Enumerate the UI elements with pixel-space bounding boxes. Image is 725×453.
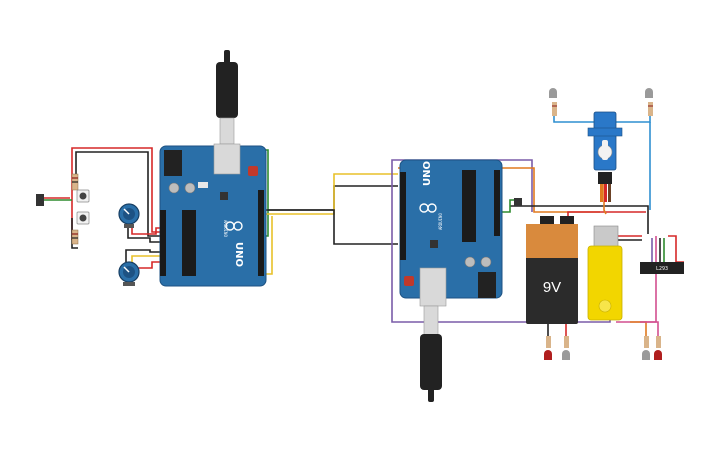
led-bottom-battery-left[interactable] — [544, 336, 552, 360]
arduino-infinity-logo-right — [419, 203, 437, 213]
potentiometer-2[interactable] — [118, 261, 140, 286]
led-bottom-right-2[interactable] — [654, 336, 662, 360]
usb-cable-right[interactable] — [420, 305, 442, 402]
wire-black-between-bottom[interactable] — [268, 209, 398, 245]
battery-9v[interactable]: 9V — [526, 216, 578, 324]
led-bottom-right-1[interactable] — [642, 336, 650, 360]
wire-black-left-top[interactable] — [75, 151, 162, 237]
board-brand-right: ARDUINO — [438, 213, 443, 230]
wire-orange-led-right[interactable] — [630, 321, 647, 338]
arduino-board-right[interactable]: UNO ARDUINO — [399, 159, 522, 307]
battery-label: 9V — [543, 279, 561, 296]
wire-blue-servo-right[interactable] — [612, 102, 651, 123]
dc-motor[interactable] — [587, 225, 623, 321]
wire-black-pot2[interactable] — [125, 249, 162, 262]
wire-black-buttons-bottom[interactable] — [71, 218, 78, 249]
board-logo-right: UNO — [422, 161, 433, 186]
led-bottom-battery-right[interactable] — [562, 336, 570, 360]
wire-black-between-top[interactable] — [262, 185, 398, 211]
buzzer-connector[interactable] — [36, 194, 44, 206]
wire-pink-led-right[interactable] — [640, 321, 659, 338]
resistor-left-bottom[interactable] — [71, 229, 79, 245]
board-logo-left: UNO — [233, 242, 244, 267]
usb-cable-left[interactable] — [216, 50, 238, 145]
wire-black-top-right[interactable] — [510, 205, 649, 234]
wire-red-pot2[interactable] — [136, 261, 162, 269]
arduino-infinity-logo-left — [225, 221, 243, 231]
potentiometer-1[interactable] — [118, 203, 140, 228]
driver-chip-label: L293 — [656, 266, 668, 272]
wire-yellow-between[interactable] — [262, 173, 398, 215]
wire-red-driver[interactable] — [668, 235, 684, 263]
wire-blue-servo-left[interactable] — [553, 102, 596, 123]
servo-motor[interactable] — [587, 111, 623, 202]
wire-black-pot1[interactable] — [127, 225, 162, 243]
wire-red-pot1[interactable] — [131, 225, 162, 235]
pushbutton-cluster — [36, 173, 90, 245]
led-top-right[interactable] — [645, 88, 653, 116]
driver-chip[interactable]: L293 — [640, 262, 684, 274]
arduino-board-left[interactable]: UNO ARDUINO — [159, 143, 267, 287]
wire-yellow-pot2[interactable] — [131, 255, 162, 262]
board-brand-left: ARDUINO — [223, 220, 228, 237]
wire-red-battery[interactable] — [567, 211, 646, 220]
led-top-left[interactable] — [549, 88, 557, 116]
